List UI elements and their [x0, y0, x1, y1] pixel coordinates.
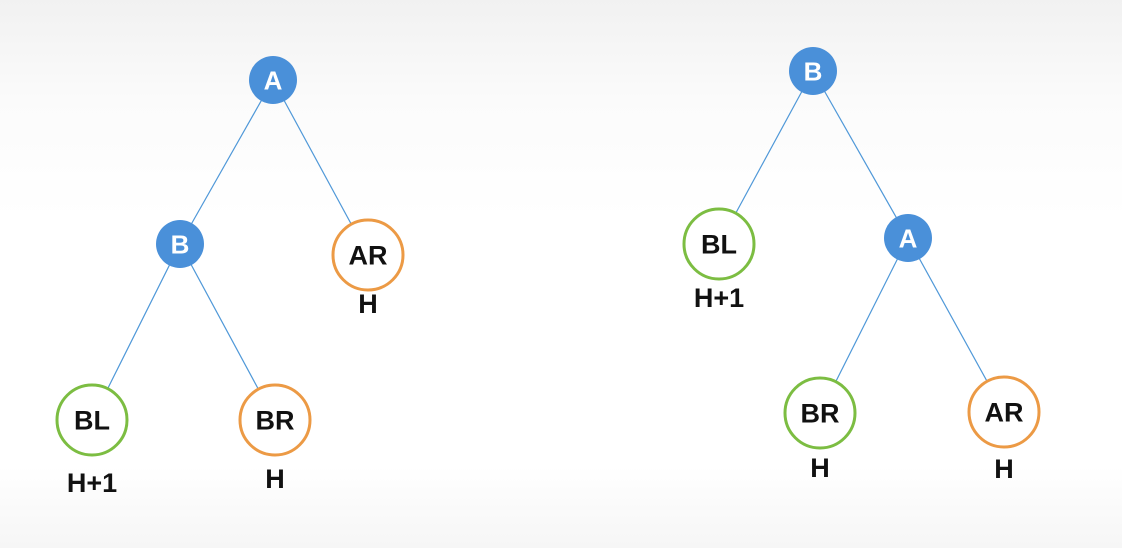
node-label: B — [804, 56, 823, 86]
node-label: A — [264, 65, 283, 95]
node-circle — [967, 375, 1041, 449]
node-circle — [156, 220, 204, 268]
tree-before-rotation: A B AR H BL H+1 BR H — [55, 56, 405, 498]
height-label: H — [358, 289, 378, 319]
node-ar: AR H — [331, 218, 405, 319]
node-bl: BL H+1 — [682, 207, 756, 313]
edge-a-b — [179, 79, 274, 245]
node-label: AR — [985, 398, 1024, 428]
node-b: B — [789, 47, 837, 95]
node-ar: AR H — [967, 375, 1041, 484]
node-label: A — [899, 223, 918, 253]
node-label: B — [171, 229, 190, 259]
node-circle — [249, 56, 297, 104]
node-b: B — [156, 220, 204, 268]
height-label: H+1 — [67, 468, 117, 498]
tree-after-rotation: B BL H+1 A BR H AR H — [682, 47, 1041, 484]
node-a: A — [884, 214, 932, 262]
node-circle — [884, 214, 932, 262]
node-label: BR — [801, 399, 840, 429]
node-circle — [783, 376, 857, 450]
node-label: BR — [256, 406, 295, 436]
node-circle — [238, 383, 312, 457]
node-circle — [55, 383, 129, 457]
height-label: H — [265, 464, 285, 494]
node-circle — [789, 47, 837, 95]
node-label: AR — [349, 241, 388, 271]
height-label: H+1 — [694, 283, 744, 313]
node-circle — [682, 207, 756, 281]
node-label: BL — [74, 406, 110, 436]
height-label: H — [810, 453, 830, 483]
height-label: H — [994, 454, 1014, 484]
node-bl: BL H+1 — [55, 383, 129, 498]
node-label: BL — [701, 230, 737, 260]
node-circle — [331, 218, 405, 292]
node-br: BR H — [783, 376, 857, 483]
node-br: BR H — [238, 383, 312, 494]
node-a: A — [249, 56, 297, 104]
edge-b-a — [812, 70, 909, 239]
